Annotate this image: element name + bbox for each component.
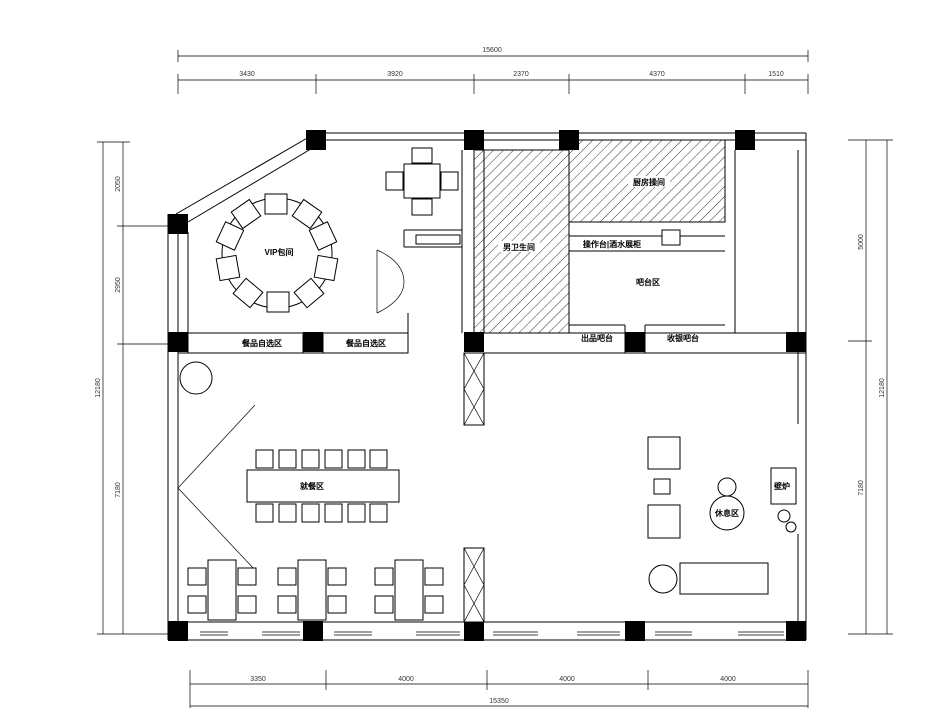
out-bar-label: 出品吧台 xyxy=(581,333,613,343)
kitchen-label-bg xyxy=(628,176,670,187)
bottom-total-dim: 15350 xyxy=(489,698,509,705)
dining-area-label: 就餐区 xyxy=(300,481,324,491)
rest-area-furniture xyxy=(647,436,797,595)
small-table-3 xyxy=(374,559,444,621)
cashier-label: 收银吧台 xyxy=(667,333,699,343)
small-table-1 xyxy=(187,559,257,621)
bar-area-label: 吧台区 xyxy=(636,277,660,287)
right-dimension-lines xyxy=(848,139,893,635)
fireplace-label: 壁炉 xyxy=(774,481,790,491)
top-dim-1: 3430 xyxy=(239,71,255,78)
glass-panel-upper xyxy=(463,352,485,426)
diagonal-partition xyxy=(177,404,256,571)
left-total-dim: 12180 xyxy=(95,378,102,398)
buffet-counter-right xyxy=(322,332,409,354)
top-total-dim: 15600 xyxy=(482,47,502,54)
bar-counter-label: 操作台|酒水展柜 xyxy=(583,239,641,249)
vip-room-label: VIP包间 xyxy=(265,247,294,257)
right-dim-2: 7180 xyxy=(858,480,865,496)
vip-partition-panel xyxy=(415,234,461,245)
top-dim-2: 3920 xyxy=(387,71,403,78)
right-dim-1: 5000 xyxy=(858,234,865,250)
top-dim-3: 2370 xyxy=(513,71,529,78)
bottom-dim-1: 3350 xyxy=(250,676,266,683)
columns xyxy=(168,130,806,641)
bottom-dim-3: 4000 xyxy=(559,676,575,683)
buffet-label-right: 餐品自选区 xyxy=(345,338,386,348)
kitchen-label: 厨房操间 xyxy=(633,177,665,187)
rest-area-label: 休息区 xyxy=(714,508,739,518)
sink-icon xyxy=(661,229,681,246)
toilet-label: 男卫生间 xyxy=(503,242,535,252)
kitchen-hatch xyxy=(568,139,726,223)
vip-square-table xyxy=(385,147,459,216)
toilet-label-bg xyxy=(498,241,540,252)
bottom-dimension-lines xyxy=(189,670,809,708)
vip-round-table xyxy=(215,193,339,313)
bottom-dim-4: 4000 xyxy=(720,676,736,683)
left-dim-3: 7180 xyxy=(115,482,122,498)
long-dining-table xyxy=(246,449,400,523)
right-total-dim: 12180 xyxy=(879,378,886,398)
top-dim-5: 1510 xyxy=(768,71,784,78)
top-dimension-lines xyxy=(177,50,809,94)
plant-icon xyxy=(179,361,213,395)
top-dim-4: 4370 xyxy=(649,71,665,78)
glass-panel-lower xyxy=(463,547,485,623)
vip-door-icon xyxy=(376,249,405,314)
small-table-2 xyxy=(277,559,347,621)
left-dimension-lines xyxy=(97,141,168,635)
bottom-windows xyxy=(200,631,784,636)
left-dim-1: 2050 xyxy=(115,176,122,192)
buffet-counter-left xyxy=(187,332,304,354)
bottom-dim-2: 4000 xyxy=(398,676,414,683)
buffet-label-left: 餐品自选区 xyxy=(241,338,282,348)
left-dim-2: 2950 xyxy=(115,277,122,293)
